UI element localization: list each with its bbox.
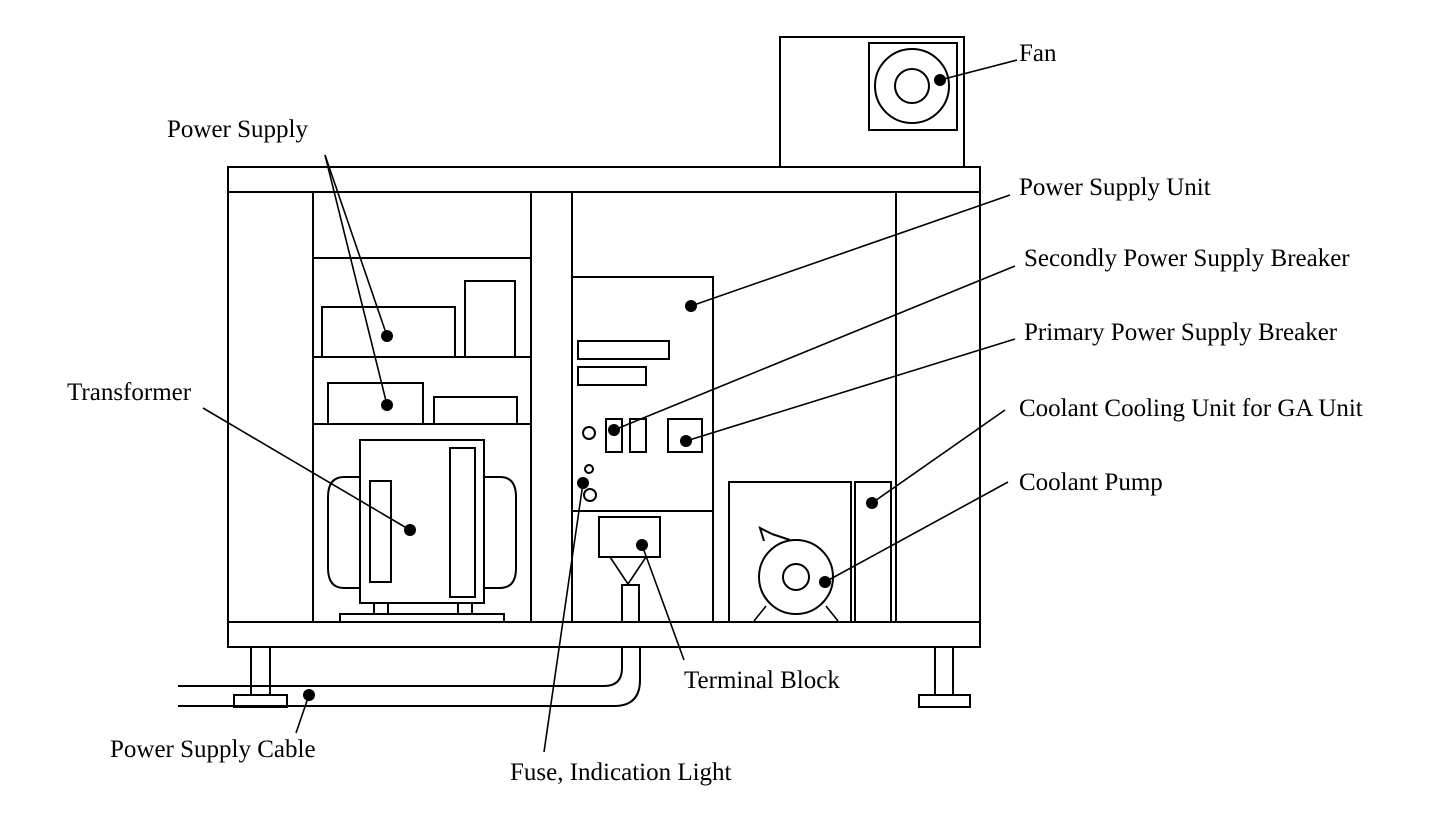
cabinet-frame — [227, 166, 981, 648]
label-transformer: Transformer — [67, 379, 192, 406]
callout-dots — [303, 74, 946, 701]
power-supply-unit-panel — [571, 276, 714, 623]
label-power-supply-unit: Power Supply Unit — [1019, 174, 1211, 201]
transformer — [327, 439, 517, 623]
label-primary-power-supply-breaker: Primary Power Supply Breaker — [1024, 319, 1338, 346]
label-fuse-indication-light: Fuse, Indication Light — [510, 759, 732, 786]
label-coolant-cooling-unit: Coolant Cooling Unit for GA Unit — [1019, 395, 1363, 422]
power-supply-cable — [178, 647, 641, 707]
leader-lines — [202, 59, 1018, 753]
label-secondly-power-supply-breaker: Secondly Power Supply Breaker — [1024, 245, 1350, 272]
label-power-supply-cable: Power Supply Cable — [110, 736, 316, 763]
label-power-supply: Power Supply — [167, 116, 308, 143]
label-coolant-pump: Coolant Pump — [1019, 469, 1163, 496]
fan-unit — [779, 36, 965, 168]
label-terminal-block: Terminal Block — [684, 667, 840, 694]
power-supply-shelves — [313, 257, 531, 425]
label-fan: Fan — [1019, 40, 1057, 67]
cabinet-legs — [233, 646, 971, 708]
